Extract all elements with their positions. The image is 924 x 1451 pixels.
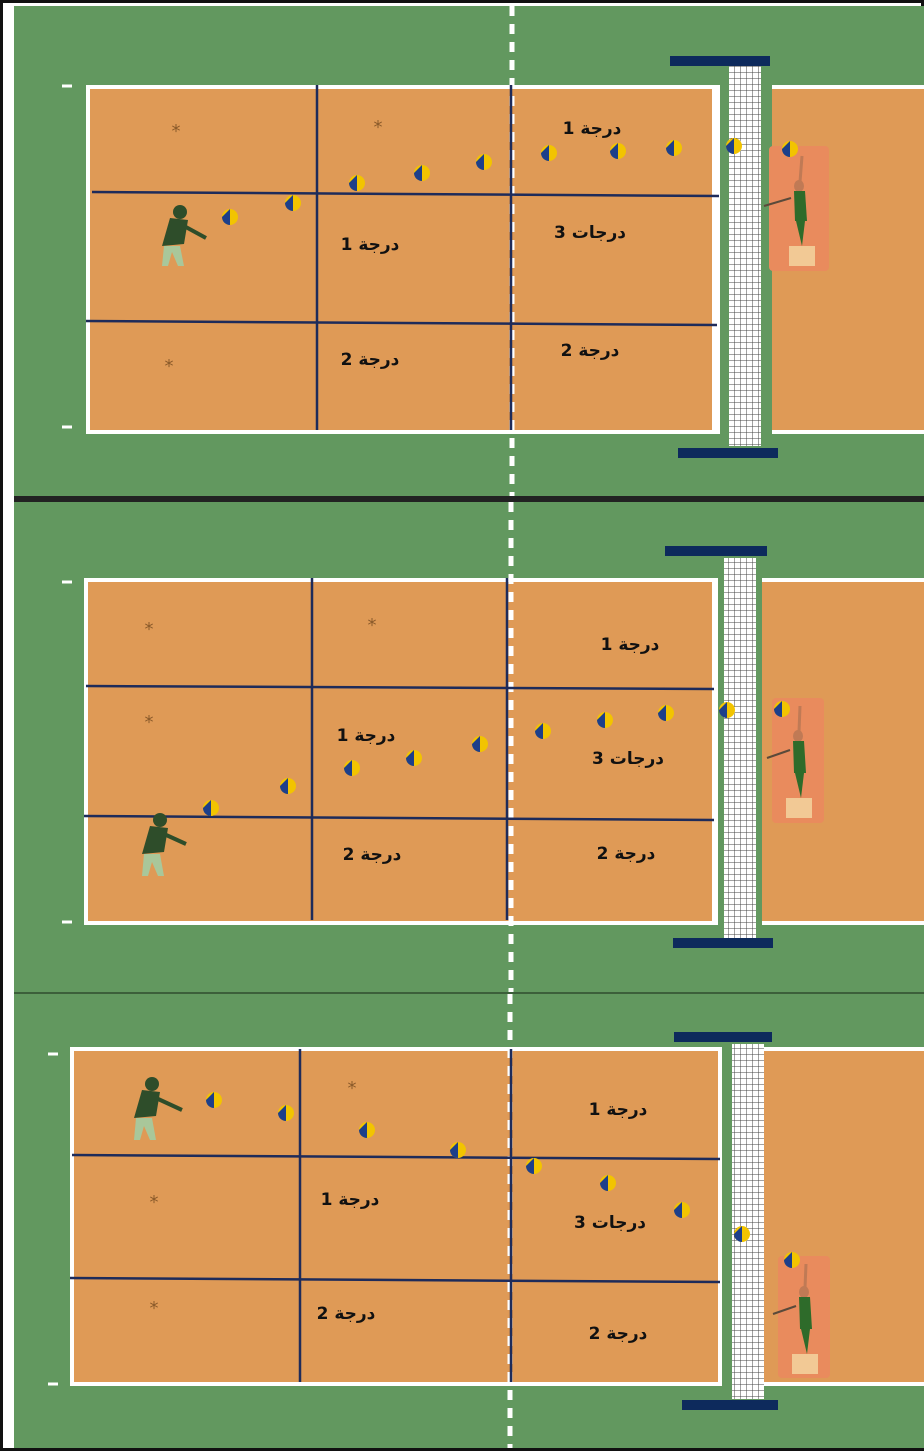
asterisk-marker-icon: *: [374, 117, 383, 138]
svg-text:*: *: [145, 619, 154, 640]
volleyball-icon: [472, 736, 488, 752]
asterisk-marker-icon: *: [165, 356, 174, 377]
volleyball-icon: [666, 140, 682, 156]
volleyball-icon: [782, 141, 798, 157]
volleyball-icon: [600, 1175, 616, 1191]
zone-label: 1 درجة: [601, 635, 660, 655]
volleyball-icon: [610, 143, 626, 159]
court-svg-2: * * * 1 درجة 1 درجة 3 درجات 2 درجة 2 درج…: [14, 502, 924, 992]
volleyball-icon: [535, 723, 551, 739]
volleyball-icon: [597, 712, 613, 728]
svg-text:*: *: [348, 1078, 357, 1099]
volleyball-icon: [726, 138, 742, 154]
svg-text:*: *: [145, 712, 154, 733]
volleyball-icon: [280, 778, 296, 794]
asterisk-marker-icon: *: [150, 1192, 159, 1213]
asterisk-marker-icon: *: [150, 1298, 159, 1319]
net-post-bottom: [682, 1400, 778, 1410]
net-post-top: [670, 56, 770, 66]
zone-label: 2 درجة: [317, 1304, 376, 1324]
setter-player-icon: [767, 698, 824, 823]
volleyball-icon: [222, 209, 238, 225]
zone-label: 2 درجة: [597, 844, 656, 864]
court-panel-3: * * * 1 درجة 1 درجة 3 درجات 2 درجة 2 درج…: [14, 994, 924, 1448]
zone-label: 1 درجة: [563, 119, 622, 139]
volleyball-icon: [774, 701, 790, 717]
svg-text:*: *: [374, 117, 383, 138]
zone-label: 1 درجة: [321, 1190, 380, 1210]
asterisk-marker-icon: *: [145, 619, 154, 640]
zone-label: 1 درجة: [337, 726, 396, 746]
volleyball-icon: [206, 1092, 222, 1108]
volleyball-icon: [541, 145, 557, 161]
zone-label: 1 درجة: [341, 235, 400, 255]
asterisk-marker-icon: *: [348, 1078, 357, 1099]
net-post-top: [665, 546, 767, 556]
volleyball-icon: [349, 175, 365, 191]
asterisk-marker-icon: *: [145, 712, 154, 733]
volleyball-icon: [526, 1158, 542, 1174]
zone-label: 2 درجة: [343, 845, 402, 865]
asterisk-marker-icon: *: [368, 615, 377, 636]
volleyball-icon: [344, 760, 360, 776]
asterisk-marker-icon: *: [172, 121, 181, 142]
setter-player-icon: [764, 146, 829, 271]
volleyball-icon: [359, 1122, 375, 1138]
volleyball-icon: [658, 705, 674, 721]
volleyball-icon: [285, 195, 301, 211]
volleyball-icon: [406, 750, 422, 766]
volleyball-icon: [476, 154, 492, 170]
svg-text:*: *: [368, 615, 377, 636]
volleyball-icon: [450, 1142, 466, 1158]
svg-text:*: *: [150, 1298, 159, 1319]
volleyball-icon: [674, 1202, 690, 1218]
zone-label: 2 درجة: [341, 350, 400, 370]
zone-label: 2 درجة: [561, 341, 620, 361]
zone-label: 1 درجة: [589, 1100, 648, 1120]
zone-label: 3 درجات: [592, 749, 664, 769]
volleyball-icon: [784, 1252, 800, 1268]
zone-label: 2 درجة: [589, 1324, 648, 1344]
volleyball-icon: [719, 702, 735, 718]
court-panel-1: * * * 1 درجة 1 درجة 3 درجات 2 درجة 2 درج…: [14, 6, 924, 496]
svg-text:*: *: [172, 121, 181, 142]
zone-label: 3 درجات: [554, 223, 626, 243]
setter-player-icon: [773, 1256, 830, 1378]
net-post-top: [674, 1032, 772, 1042]
volleyball-icon: [734, 1226, 750, 1242]
volleyball-icon: [278, 1105, 294, 1121]
svg-text:*: *: [165, 356, 174, 377]
court-svg-1: * * * 1 درجة 1 درجة 3 درجات 2 درجة 2 درج…: [14, 6, 924, 496]
zone-label: 3 درجات: [574, 1213, 646, 1233]
court-panel-2: * * * 1 درجة 1 درجة 3 درجات 2 درجة 2 درج…: [14, 502, 924, 992]
svg-text:*: *: [150, 1192, 159, 1213]
net-post-bottom: [678, 448, 778, 458]
court-svg-3: * * * 1 درجة 1 درجة 3 درجات 2 درجة 2 درج…: [14, 994, 924, 1448]
volleyball-icon: [414, 165, 430, 181]
net-post-bottom: [673, 938, 773, 948]
volleyball-icon: [203, 800, 219, 816]
